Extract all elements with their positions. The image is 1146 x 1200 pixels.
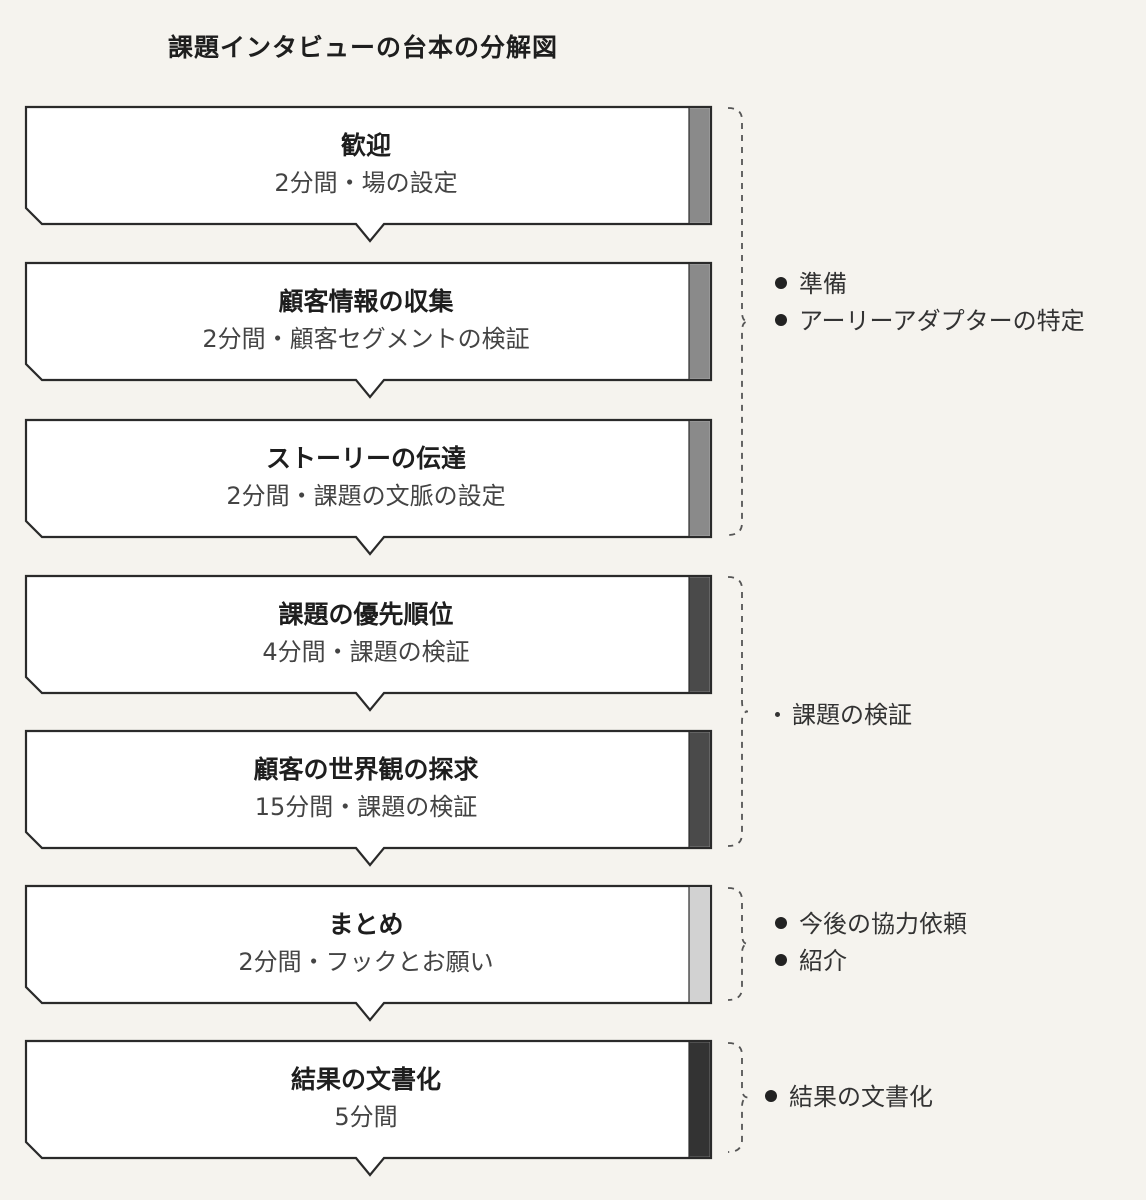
group-label-item: 紹介 bbox=[775, 943, 967, 980]
group-label-text: 紹介 bbox=[799, 947, 847, 975]
bullet-icon bbox=[765, 1090, 777, 1102]
group-label-item: 今後の協力依頼 bbox=[775, 906, 967, 943]
step-subtitle: 15分間・課題の検証 bbox=[254, 793, 478, 821]
group-label-item: アーリーアダプターの特定 bbox=[775, 303, 1085, 340]
step-box bbox=[24, 574, 713, 712]
step-box-outline bbox=[24, 105, 713, 243]
step-accent-bar bbox=[689, 1042, 710, 1157]
step-title: 歓迎 bbox=[340, 131, 391, 160]
group-label: 結果の文書化 bbox=[765, 1079, 933, 1116]
step-box bbox=[24, 261, 713, 399]
group-bracket bbox=[727, 887, 749, 1001]
group-label-text: 課題の検証 bbox=[792, 701, 912, 729]
step-box-outline bbox=[24, 1039, 713, 1177]
bullet-icon bbox=[775, 711, 780, 717]
bullet-icon bbox=[775, 277, 787, 289]
group-label-text: 準備 bbox=[799, 270, 847, 298]
step-subtitle: 2分間・顧客セグメントの検証 bbox=[202, 325, 530, 353]
step-text: 課題の優先順位 4分間・課題の検証 bbox=[26, 598, 706, 670]
group-label-item: 結果の文書化 bbox=[765, 1079, 933, 1116]
step-accent-bar bbox=[689, 577, 710, 692]
step-box-outline bbox=[24, 884, 713, 1022]
group-label: 準備アーリーアダプターの特定 bbox=[775, 266, 1085, 340]
group-bracket bbox=[727, 576, 749, 847]
step-box bbox=[24, 884, 713, 1022]
step-text: 歓迎 2分間・場の設定 bbox=[26, 129, 706, 201]
step-text: ストーリーの伝達 2分間・課題の文脈の設定 bbox=[26, 442, 706, 514]
step-title: 結果の文書化 bbox=[290, 1065, 441, 1094]
group-label-item: 課題の検証 bbox=[775, 697, 912, 734]
bullet-icon bbox=[775, 314, 787, 326]
group-bracket bbox=[727, 107, 749, 536]
step-title: ストーリーの伝達 bbox=[265, 444, 466, 473]
step-text: 顧客の世界観の探求 15分間・課題の検証 bbox=[26, 753, 706, 825]
step-accent-bar bbox=[689, 421, 710, 536]
step-accent-bar bbox=[689, 732, 710, 847]
step-title: 顧客の世界観の探求 bbox=[253, 755, 479, 784]
step-subtitle: 5分間 bbox=[334, 1103, 398, 1131]
step-box bbox=[24, 729, 713, 867]
step-box bbox=[24, 1039, 713, 1177]
step-accent-bar bbox=[689, 264, 710, 379]
step-subtitle: 4分間・課題の検証 bbox=[262, 638, 470, 666]
step-text: まとめ 2分間・フックとお願い bbox=[26, 908, 706, 980]
bullet-icon bbox=[775, 917, 787, 929]
step-accent-bar bbox=[689, 887, 710, 1002]
group-bracket bbox=[727, 1042, 749, 1153]
step-title: 顧客情報の収集 bbox=[278, 287, 454, 316]
group-label: 今後の協力依頼紹介 bbox=[775, 906, 967, 980]
group-label-item: 準備 bbox=[775, 266, 1085, 303]
step-box bbox=[24, 105, 713, 243]
diagram-title: 課題インタビューの台本の分解図 bbox=[168, 33, 559, 62]
step-subtitle: 2分間・場の設定 bbox=[274, 169, 458, 197]
step-box-outline bbox=[24, 418, 713, 556]
step-box-outline bbox=[24, 729, 713, 867]
step-text: 顧客情報の収集 2分間・顧客セグメントの検証 bbox=[26, 285, 706, 357]
group-label-text: アーリーアダプターの特定 bbox=[799, 307, 1085, 335]
step-box-outline bbox=[24, 261, 713, 399]
step-title: まとめ bbox=[328, 910, 404, 939]
step-box-outline bbox=[24, 574, 713, 712]
group-label-text: 結果の文書化 bbox=[789, 1083, 933, 1111]
step-accent-bar bbox=[689, 108, 710, 223]
step-text: 結果の文書化 5分間 bbox=[26, 1063, 706, 1135]
step-subtitle: 2分間・課題の文脈の設定 bbox=[226, 482, 506, 510]
group-label: 課題の検証 bbox=[775, 697, 912, 734]
bullet-icon bbox=[775, 954, 787, 966]
step-subtitle: 2分間・フックとお願い bbox=[238, 948, 494, 976]
step-title: 課題の優先順位 bbox=[278, 600, 454, 629]
step-box bbox=[24, 418, 713, 556]
group-label-text: 今後の協力依頼 bbox=[799, 910, 967, 938]
